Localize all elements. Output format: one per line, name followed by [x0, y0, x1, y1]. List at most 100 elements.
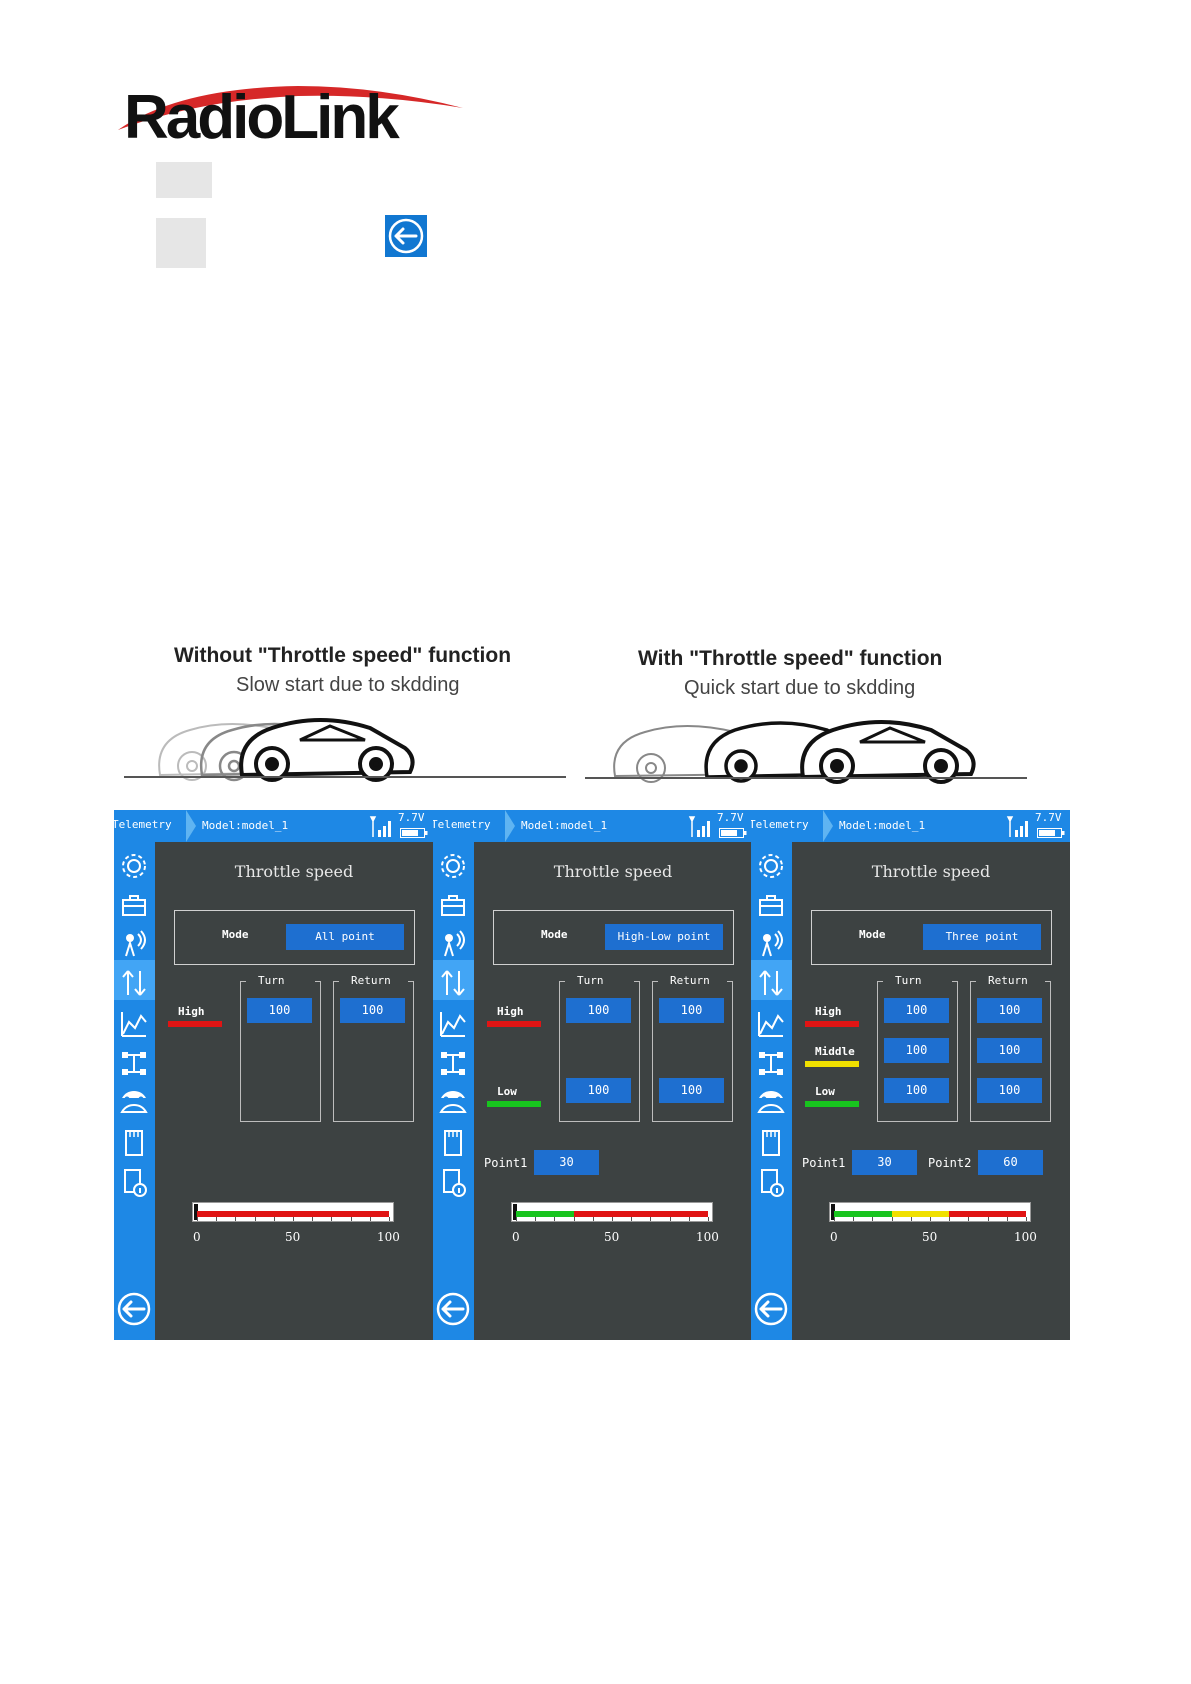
telemetry-tab[interactable]: Telemetry [433, 818, 491, 831]
point-value-button[interactable]: 30 [534, 1150, 599, 1175]
low-return-value[interactable]: 100 [659, 1078, 724, 1103]
figure-left-title: Without "Throttle speed" function [174, 644, 512, 667]
car-swap-icon[interactable] [755, 1086, 787, 1118]
bar-segment [834, 1211, 892, 1217]
info-document-icon[interactable] [437, 1166, 469, 1198]
middle-return-value[interactable]: 100 [977, 1038, 1042, 1063]
back-arrow-icon [385, 215, 427, 257]
column-border [877, 981, 883, 982]
curve-chart-icon[interactable] [118, 1008, 150, 1040]
mode-select-button[interactable]: All point [286, 924, 404, 950]
bar-tick [554, 1217, 556, 1221]
tab-separator [186, 810, 196, 842]
curve-chart-icon[interactable] [755, 1008, 787, 1040]
bar-tick [910, 1217, 912, 1221]
level-color-bar [805, 1021, 859, 1027]
low-turn-value[interactable]: 100 [566, 1078, 631, 1103]
bar-tick [293, 1217, 294, 1221]
sd-card-icon[interactable] [118, 1127, 150, 1159]
return-column [333, 981, 414, 1122]
turn-column [559, 981, 640, 1122]
column-border [970, 981, 976, 982]
figure-left-subtitle: Slow start due to skdding [236, 674, 460, 696]
side-menu-active-highlight [433, 960, 474, 1000]
info-document-icon[interactable] [118, 1166, 150, 1198]
bar-tick [987, 1217, 989, 1221]
turn-column-header: Turn [573, 974, 608, 987]
back-arrow-icon[interactable] [117, 1292, 151, 1326]
signal-person-icon[interactable] [118, 928, 150, 960]
battery-voltage: 7.7V [1035, 811, 1062, 824]
level-color-bar [487, 1101, 541, 1107]
info-document-icon[interactable] [755, 1166, 787, 1198]
column-border [240, 981, 246, 982]
low-turn-value[interactable]: 100 [884, 1078, 949, 1103]
column-border [315, 981, 321, 982]
bar-tick [516, 1217, 517, 1221]
bar-segment [949, 1211, 1026, 1217]
bar-start-marker [831, 1204, 835, 1220]
low-return-value[interactable]: 100 [977, 1078, 1042, 1103]
bar-tick [872, 1217, 874, 1221]
mode-select-button[interactable]: High-Low point [605, 924, 723, 950]
bar-tick-label: 50 [604, 1230, 620, 1244]
throttle-speed-icon[interactable] [118, 967, 150, 999]
bar-tick [688, 1217, 690, 1221]
level-color-bar [805, 1061, 859, 1067]
chassis-icon[interactable] [437, 1047, 469, 1079]
bar-tick-label: 0 [193, 1230, 201, 1244]
chassis-icon[interactable] [755, 1047, 787, 1079]
return-column-header: Return [984, 974, 1032, 987]
bar-tick [350, 1217, 352, 1221]
middle-turn-value[interactable]: 100 [884, 1038, 949, 1063]
mode-select-button[interactable]: Three point [923, 924, 1041, 950]
side-menu-active-highlight [751, 960, 792, 1000]
back-arrow-icon[interactable] [754, 1292, 788, 1326]
curve-chart-icon[interactable] [437, 1008, 469, 1040]
high-turn-value[interactable]: 100 [566, 998, 631, 1023]
mode-panel [811, 910, 1052, 965]
point-value-button[interactable]: 60 [978, 1150, 1043, 1175]
chassis-icon[interactable] [118, 1047, 150, 1079]
level-label-middle: Middle [815, 1045, 855, 1058]
back-arrow-icon[interactable] [436, 1292, 470, 1326]
signal-person-icon[interactable] [437, 928, 469, 960]
bar-tick [254, 1217, 256, 1221]
car-swap-icon[interactable] [118, 1086, 150, 1118]
bar-tick [631, 1217, 633, 1221]
column-border [1045, 981, 1051, 982]
bar-tick-label: 100 [696, 1230, 719, 1244]
throttle-speed-icon[interactable] [755, 967, 787, 999]
car-swap-icon[interactable] [437, 1086, 469, 1118]
toolbox-icon[interactable] [755, 889, 787, 921]
high-turn-value[interactable]: 100 [247, 998, 312, 1023]
toolbox-icon[interactable] [437, 889, 469, 921]
bar-tick [930, 1217, 931, 1221]
throttle-speed-icon[interactable] [437, 967, 469, 999]
signal-person-icon[interactable] [755, 928, 787, 960]
sd-card-icon[interactable] [437, 1127, 469, 1159]
bar-tick [968, 1217, 970, 1221]
bar-tick [312, 1217, 314, 1221]
high-return-value[interactable]: 100 [659, 998, 724, 1023]
bar-tick [369, 1217, 371, 1221]
high-return-value[interactable]: 100 [340, 998, 405, 1023]
high-turn-value[interactable]: 100 [884, 998, 949, 1023]
bar-tick [1026, 1217, 1027, 1221]
point-value-button[interactable]: 30 [852, 1150, 917, 1175]
bar-segment [573, 1211, 708, 1217]
gear-icon[interactable] [755, 850, 787, 882]
gear-icon[interactable] [437, 850, 469, 882]
toolbox-icon[interactable] [118, 889, 150, 921]
telemetry-tab[interactable]: Telemetry [114, 818, 172, 831]
sd-card-icon[interactable] [755, 1127, 787, 1159]
figure-right-title: With "Throttle speed" function [638, 647, 943, 670]
high-return-value[interactable]: 100 [977, 998, 1042, 1023]
point-label: Point1 [484, 1156, 528, 1170]
gear-icon[interactable] [118, 850, 150, 882]
figure-right-subtitle: Quick start due to skdding [684, 677, 916, 699]
level-label-high: High [497, 1005, 524, 1018]
telemetry-tab[interactable]: Telemetry [751, 818, 809, 831]
